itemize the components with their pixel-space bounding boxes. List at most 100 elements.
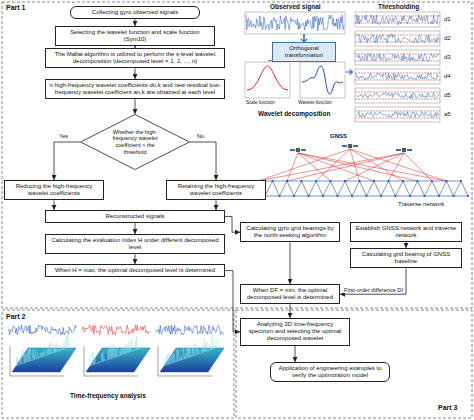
coefficient-trace [356,73,439,80]
station-point [315,180,317,182]
signal-name: d4 [444,73,451,80]
traverse-lines [258,181,468,196]
flow-connector [225,217,240,233]
panel-frame [355,12,440,27]
flow-connector [135,99,136,114]
satellite-panel [290,149,295,151]
terminal-box: Application of engineering examples to v… [270,362,390,382]
node-text: When DF = min, the optimal decomposed le… [244,287,336,301]
flow-arrow [303,34,305,41]
part-label: Part 2 [6,313,25,321]
process-box: Calculating the evaluation index H under… [45,234,225,254]
signal-name: d3 [444,54,451,61]
satellite-ray [389,153,405,181]
panel-frame [355,69,440,84]
station-point [417,180,419,182]
scale-curve [247,66,288,90]
satellite-ray [298,153,374,181]
process-box: n high-frequency wavelet coefficients dn… [45,79,225,99]
node-text: n high-frequency wavelet coefficients dn… [49,82,221,96]
station-point [279,195,281,197]
signal-trace [246,15,344,31]
spectrum-axis [158,346,212,376]
station-point [293,195,295,197]
station-point [344,180,346,182]
flow-arrow [346,70,353,75]
signal-name: a5 [444,111,451,118]
threshold-line [355,35,440,42]
satellite-ray [298,153,418,181]
plot-caption: Scale function [246,100,275,105]
flow-connector [135,254,136,264]
station-point [438,195,440,197]
flow-connector [295,346,296,362]
station-point [446,180,448,182]
satellite-panel [396,149,401,151]
process-box: When H = max, the optimal decomposed lev… [45,264,225,277]
satellite-panel [353,145,358,147]
threshold-line [355,73,440,80]
node-text: When H = max, the optimal decomposed lev… [55,267,215,274]
flow-connector [54,142,80,180]
signal-name: d2 [444,35,451,42]
satellite-panel [342,145,347,147]
transform-box: Orthogonal transformation [272,42,336,62]
decision-diamond: Whether the high-frequency wavelet coeff… [80,114,190,170]
node-text: Calculating grid bearing of GNSS baselin… [354,251,458,265]
flow-connector [290,304,291,318]
node-text: Application of engineering examples to v… [274,365,386,379]
station-point [453,195,455,197]
satellite-body [296,148,300,152]
node-text: Retaining the high-frequency wavelet coe… [170,183,262,197]
panel-frame [355,31,440,46]
wavelet-plot [300,62,345,98]
satellite-panel [407,149,412,151]
spectrum-strip [82,325,150,335]
satellite-body [402,148,406,152]
station-point [395,195,397,197]
panel-title: Time-frequency analysis [70,392,146,399]
station-point [424,195,426,197]
satellite-ray [287,153,298,181]
station-point [366,195,368,197]
node-text: The Mallat algorithm is utilized to perf… [49,51,221,65]
station-point [330,180,332,182]
spectrum-peaks [164,336,217,366]
node-text: Reducing the high-frequency wavelet coef… [8,183,100,197]
station-point [301,180,303,182]
connector-label: First-order difference Df [343,287,404,293]
threshold-line [355,16,440,23]
node-text: Orthogonal transformation [276,45,332,59]
station-point [373,180,375,182]
flow-connector [216,200,217,210]
terminal-box: Collecting gyro observed signals [70,6,200,19]
part-label: Part 1 [6,4,25,12]
plot-caption: Wavelet function [298,100,332,105]
spectrum-axis [10,346,64,376]
panel-frame [355,50,440,65]
spectrum-peaks [90,336,143,366]
part-region [2,310,234,418]
coefficient-trace [356,112,439,118]
station-point [322,195,324,197]
station-point [402,180,404,182]
station-point [467,195,469,197]
threshold-line [355,54,440,61]
station-point [460,180,462,182]
part-region [2,2,472,308]
flow-connector [225,271,240,332]
signal-name: d5 [444,92,451,99]
spectrum-peaks [16,335,69,366]
station-point [359,180,361,182]
satellite-ray [345,153,404,181]
process-box: Reducing the high-frequency wavelet coef… [4,180,104,200]
flow-connector [135,223,136,234]
node-text: Collecting gyro observed signals [92,9,178,16]
spectrum-strip [156,325,224,334]
station-point [272,180,274,182]
signal-name: d1 [444,16,451,23]
network-label: Traverse network [398,201,444,208]
spectrum-axis [84,346,138,376]
flow-connector [290,242,291,284]
flow-connector [340,268,406,294]
